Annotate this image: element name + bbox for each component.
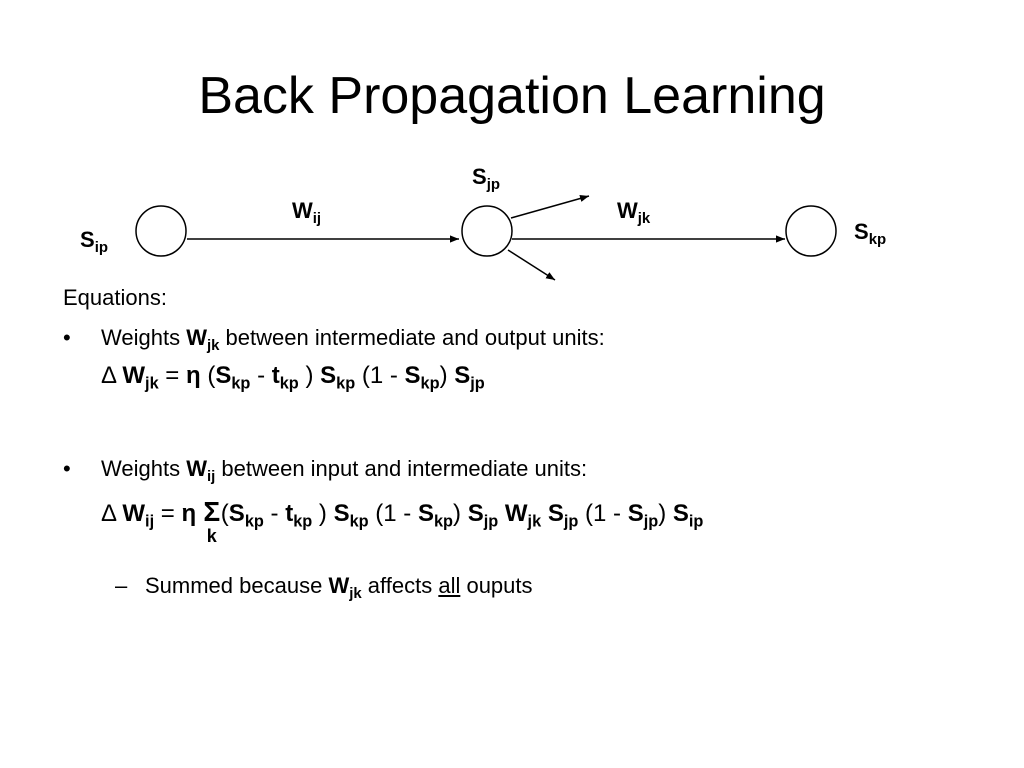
output-node bbox=[785, 205, 837, 257]
label-s-kp: Skp bbox=[854, 219, 887, 249]
network-diagram bbox=[135, 194, 837, 281]
equations-label: Equations: bbox=[63, 285, 167, 310]
bullet-2-marker: • bbox=[63, 456, 71, 481]
bullet-1-text: Weights Wjk between intermediate and out… bbox=[101, 325, 605, 355]
label-w-ij: Wij bbox=[292, 198, 322, 228]
bullet-1-marker: • bbox=[63, 325, 71, 350]
sub-bullet-text: Summed because Wjk affects all ouputs bbox=[145, 573, 533, 603]
bullet-2-text: Weights Wij between input and intermedia… bbox=[101, 456, 588, 486]
edge-hidden-up bbox=[510, 194, 590, 219]
sub-bullet-marker: – bbox=[115, 573, 128, 598]
equation-delta-w-jk: Δ Wjk = η (Skp - tkp ) Skp (1 - Skp) Sjp bbox=[101, 362, 485, 393]
label-w-jk: Wjk bbox=[617, 198, 651, 228]
input-node bbox=[135, 205, 187, 257]
label-s-jp: Sjp bbox=[472, 164, 500, 194]
label-s-ip: Sip bbox=[80, 227, 108, 257]
slide-title: Back Propagation Learning bbox=[198, 67, 826, 125]
edge-hidden-down bbox=[507, 249, 556, 281]
hidden-node bbox=[461, 205, 513, 257]
